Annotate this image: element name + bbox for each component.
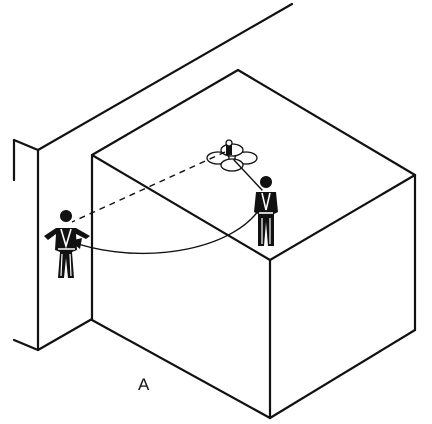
anchor-device-icon	[206, 139, 258, 172]
roof-block	[90, 68, 417, 420]
wall	[12, 2, 294, 352]
swing-arc	[77, 204, 263, 255]
figure-label: A	[138, 375, 150, 394]
lanyard-line	[233, 159, 263, 191]
worker-on-roof-icon	[254, 176, 278, 246]
fallen-worker-icon	[44, 210, 90, 278]
dashed-lifeline	[71, 151, 226, 223]
